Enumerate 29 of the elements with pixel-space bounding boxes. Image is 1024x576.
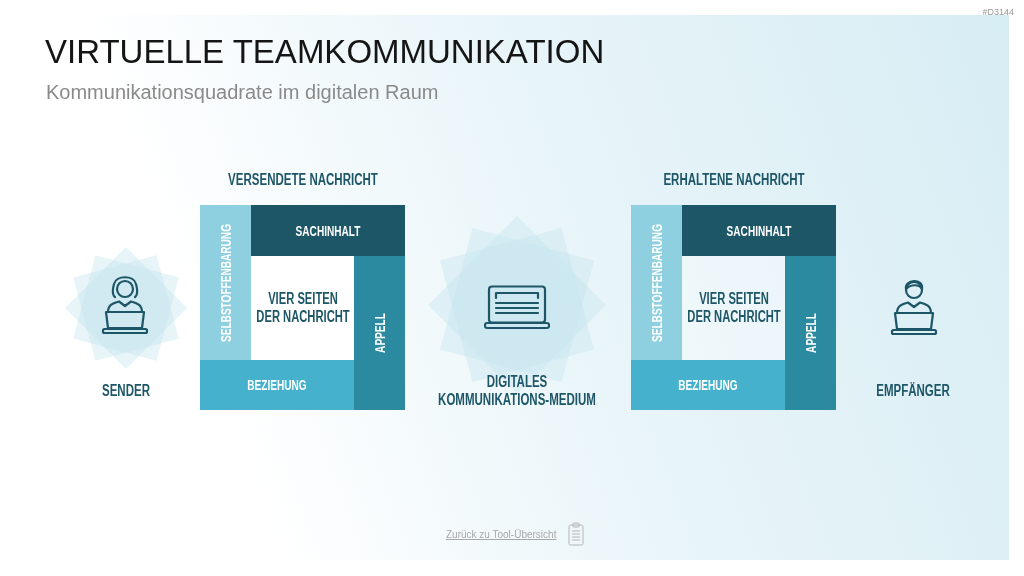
panel-label: APPELL (802, 313, 819, 353)
section-heading: ERHALTENE NACHRICHT (662, 170, 805, 190)
role-label: EMPFÄNGER (876, 381, 950, 401)
panel-label: BEZIEHUNG (678, 376, 738, 394)
left-panel (200, 205, 251, 360)
role-label: SENDER (102, 381, 150, 401)
slide-code: #D3144 (982, 7, 1014, 17)
panel-label: BEZIEHUNG (247, 376, 307, 394)
panel-label: SELBSTOFFENBARUNG (648, 223, 665, 342)
medium-label: DIGITALES KOMMUNIKATIONS-MEDIUM (437, 372, 597, 410)
center-label: VIER SEITEN DER NACHRICHT (255, 289, 350, 327)
back-link: Zurück zu Tool-Übersicht (446, 529, 557, 540)
top-panel (251, 205, 405, 256)
subtitle: Kommunikationsquadrate im digitalen Raum (46, 81, 439, 104)
section-heading: VERSENDETE NACHRICHT (227, 170, 378, 190)
slide-title: VIRTUELLE TEAMKOMMUNIKATION (45, 33, 605, 71)
top-panel (682, 205, 836, 256)
left-panel (631, 205, 682, 360)
panel-label: SACHINHALT (726, 222, 792, 239)
panel-label: SACHINHALT (295, 222, 361, 239)
right-panel (354, 256, 405, 410)
panel-label: APPELL (371, 313, 388, 353)
center-panel (682, 256, 785, 360)
bottom-panel (200, 360, 354, 410)
bottom-panel (631, 360, 785, 410)
center-label: VIER SEITEN DER NACHRICHT (686, 289, 781, 327)
panel-label: SELBSTOFFENBARUNG (217, 223, 234, 342)
center-panel (251, 256, 354, 360)
right-panel (785, 256, 836, 410)
